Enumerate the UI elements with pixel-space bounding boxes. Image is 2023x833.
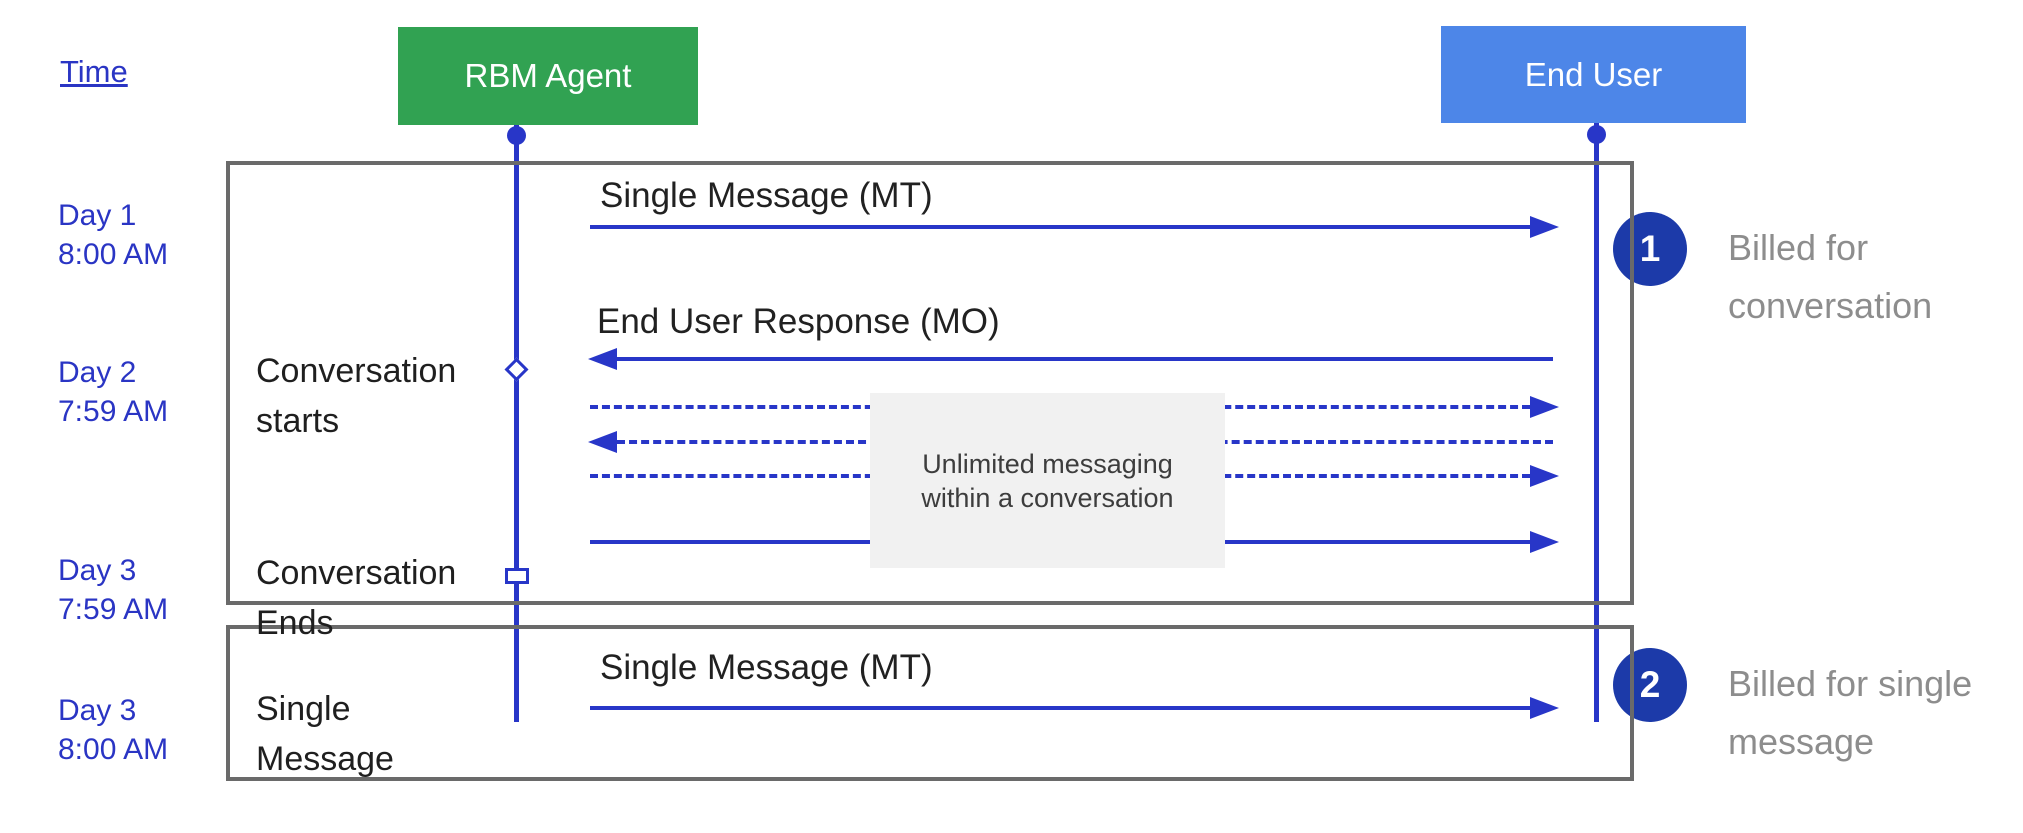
billing-badge-1: 1: [1613, 212, 1687, 286]
end-user-lifeline: [1594, 123, 1599, 722]
billing-annotation-conversation: Billed for conversation: [1728, 219, 1932, 335]
phase-line1: Conversation: [256, 554, 457, 592]
message-label-mo: End User Response (MO): [597, 302, 1000, 341]
phase-line2: Ends: [256, 604, 334, 642]
phase-line1: Single: [256, 690, 351, 728]
annotation-line1: Billed for: [1728, 227, 1869, 268]
message-label-mt1: Single Message (MT): [600, 176, 933, 215]
time-text: 7:59 AM: [58, 395, 169, 428]
arrow-head-right-icon: [1530, 396, 1559, 418]
time-text: 8:00 AM: [58, 238, 169, 271]
phase-line1: Conversation: [256, 352, 457, 390]
agent-lifeline: [514, 125, 519, 722]
time-axis-label: Time: [60, 54, 128, 89]
phase-conversation-ends: Conversation Ends: [256, 548, 456, 648]
note-line2: within a conversation: [921, 482, 1174, 513]
phase-line2: Message: [256, 740, 394, 778]
time-text: 8:00 AM: [58, 733, 169, 766]
day-text: Day 2: [58, 356, 137, 389]
note-line1: Unlimited messaging: [922, 448, 1173, 479]
time-text: 7:59 AM: [58, 593, 169, 626]
day-text: Day 3: [58, 554, 137, 587]
phase-conversation-starts: Conversation starts: [256, 346, 456, 446]
arrow-line-mt1: [590, 225, 1530, 229]
time-label-day1: Day 1 8:00 AM: [58, 196, 168, 274]
conversation-end-square-icon: [505, 568, 529, 584]
arrow-head-right-icon: [1530, 697, 1559, 719]
day-text: Day 1: [58, 199, 137, 232]
day-text: Day 3: [58, 694, 137, 727]
arrow-head-right-icon: [1530, 216, 1559, 238]
annotation-line2: message: [1728, 721, 1875, 762]
arrow-head-right-icon: [1530, 465, 1559, 487]
end-user-lifeline-dot: [1587, 125, 1606, 144]
phase-line2: starts: [256, 402, 340, 440]
actor-end-user: End User: [1441, 26, 1746, 123]
time-label-day3: Day 3 7:59 AM: [58, 551, 168, 629]
arrow-line-mt2: [590, 706, 1530, 710]
message-label-mt2: Single Message (MT): [600, 648, 933, 687]
arrow-head-left-icon: [588, 431, 617, 453]
time-label-day3-single: Day 3 8:00 AM: [58, 691, 168, 769]
conversation-start-diamond-icon: [504, 357, 529, 382]
annotation-line1: Billed for single: [1728, 663, 1973, 704]
billing-annotation-single-message: Billed for single message: [1728, 655, 1972, 771]
actor-rbm-agent: RBM Agent: [398, 27, 698, 125]
arrow-line-mo: [617, 357, 1553, 361]
time-label-day2: Day 2 7:59 AM: [58, 353, 168, 431]
arrow-head-right-icon: [1530, 531, 1559, 553]
arrow-head-left-icon: [588, 348, 617, 370]
unlimited-messaging-note: Unlimited messaging within a conversatio…: [870, 393, 1225, 568]
annotation-line2: conversation: [1728, 285, 1933, 326]
billing-badge-2: 2: [1613, 648, 1687, 722]
phase-single-message: Single Message: [256, 684, 394, 784]
agent-lifeline-dot: [507, 126, 526, 145]
